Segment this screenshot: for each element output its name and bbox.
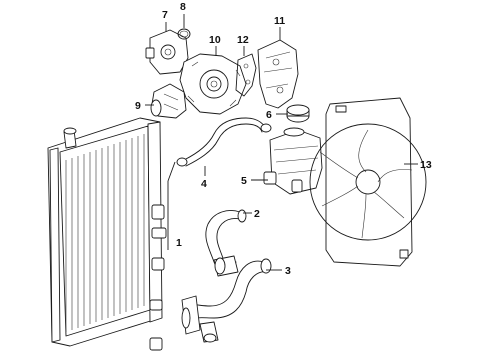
timing-cover <box>257 39 299 109</box>
callout-6: 6 <box>266 109 272 121</box>
callout-7: 7 <box>162 9 168 21</box>
leader-lines <box>145 14 418 271</box>
callout-4: 4 <box>201 178 207 190</box>
callout-13: 13 <box>420 159 432 171</box>
callout-9: 9 <box>135 100 141 112</box>
coolant-outlet-pipe <box>150 83 187 119</box>
water-pump-gasket <box>235 53 257 97</box>
callout-12: 12 <box>237 34 249 46</box>
reservoir-hose <box>176 117 272 167</box>
fan-assembly <box>309 97 427 267</box>
coolant-reservoir <box>263 127 323 195</box>
lower-radiator-hose <box>181 258 272 343</box>
callout-3: 3 <box>285 265 291 277</box>
water-pump <box>179 53 247 115</box>
callout-11: 11 <box>274 15 285 27</box>
reservoir-cap <box>286 104 310 123</box>
callout-labels: 1 2 3 4 5 6 7 8 9 10 11 12 13 <box>135 1 432 277</box>
callout-5: 5 <box>241 175 247 187</box>
o-ring-seal <box>177 28 191 40</box>
callout-1: 1 <box>176 237 182 249</box>
upper-radiator-hose <box>205 209 247 277</box>
callout-10: 10 <box>209 34 221 46</box>
callout-8: 8 <box>180 1 186 13</box>
callout-2: 2 <box>254 208 260 220</box>
radiator <box>47 117 167 351</box>
